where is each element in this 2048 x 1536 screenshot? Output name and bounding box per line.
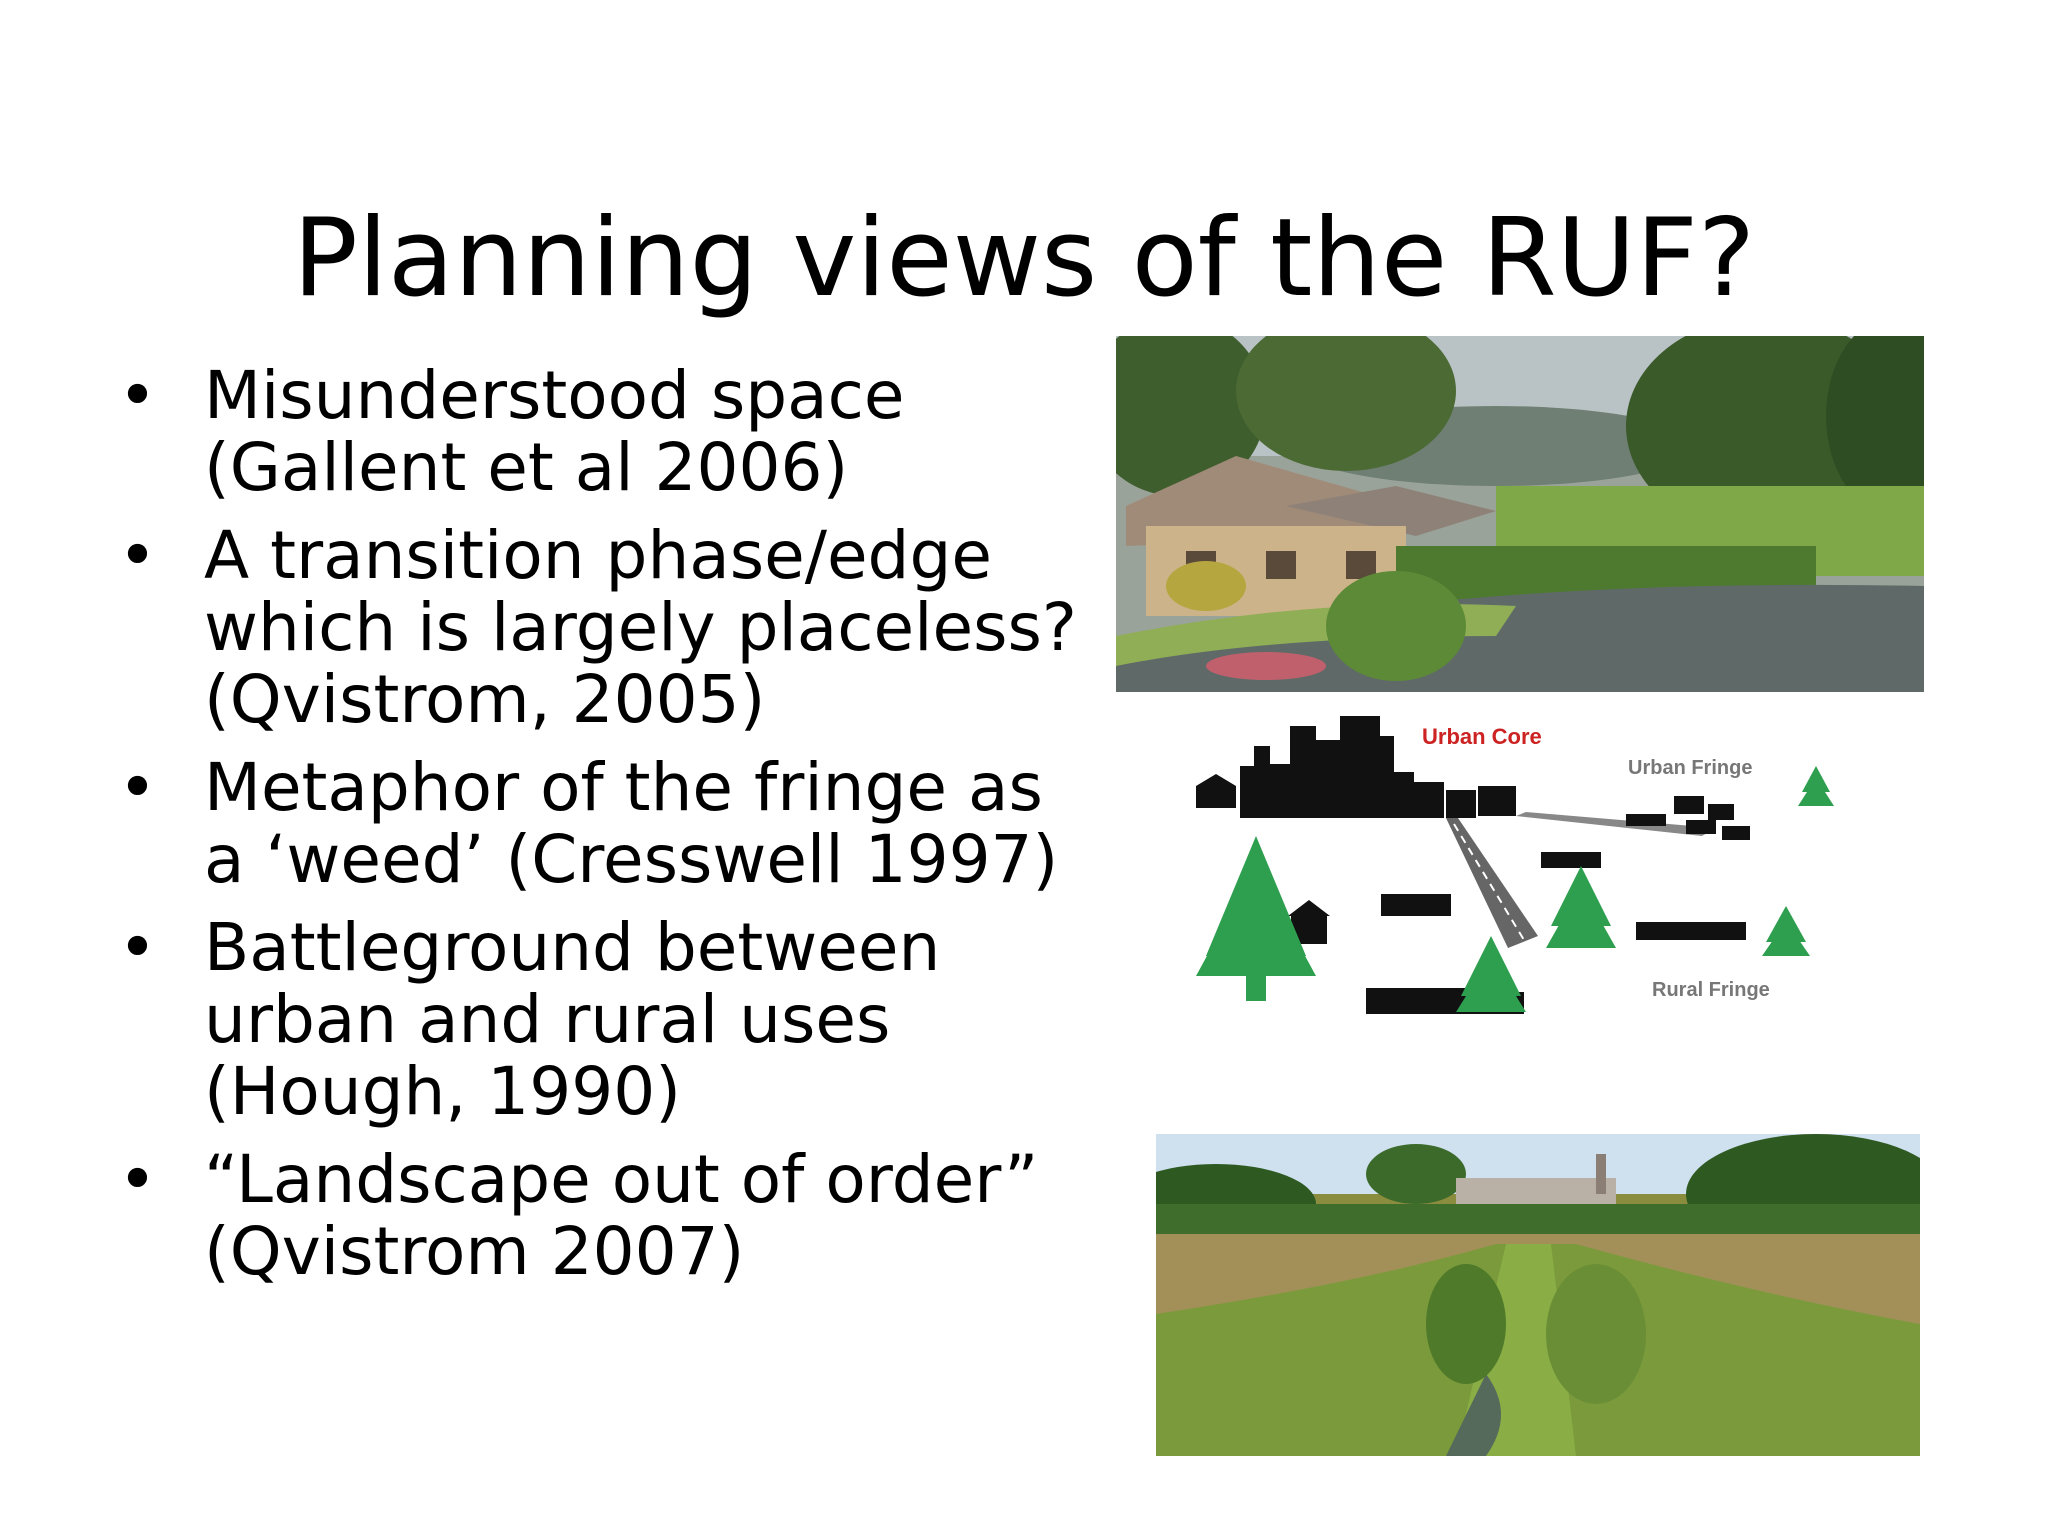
bullet-item: • Misunderstood space (Gallent et al 200…	[118, 360, 1018, 504]
bullet-text-line: (Hough, 1990)	[204, 1053, 681, 1130]
bullet-text-line: Misunderstood space	[204, 357, 905, 434]
bullet-marker: •	[118, 749, 157, 826]
bullet-text-line: Battleground between	[204, 909, 941, 986]
tree-icons	[1196, 766, 1834, 1012]
bullet-item: • “Landscape out of order” (Qvistrom 200…	[118, 1141, 1039, 1290]
bullet-text-line: a ‘weed’ (Cresswell 1997)	[204, 821, 1059, 898]
bullet-text-line: “Landscape out of order”	[204, 1141, 1039, 1218]
urban-fringe-label: Urban Fringe	[1628, 757, 1752, 779]
bullet-text-line: (Qvistrom 2007)	[204, 1213, 745, 1290]
bullet-text-line: Metaphor of the fringe as	[204, 749, 1043, 826]
slide-title: Planning views of the RUF?	[292, 196, 1756, 322]
bullet-text-line: (Qvistrom, 2005)	[204, 661, 766, 738]
bullet-text-line: urban and rural uses	[204, 981, 891, 1058]
urban-rural-fringe-diagram: Urban Core Urban Fringe Rural Fringe	[1196, 716, 1846, 1046]
city-skyline-icon	[1196, 716, 1516, 818]
bullet-item: • A transition phase/edge which is large…	[118, 517, 1077, 738]
bullet-item: • Metaphor of the fringe as a ‘weed’ (Cr…	[118, 749, 1059, 898]
bullet-text-line: (Gallent et al 2006)	[204, 429, 849, 506]
fringe-field-photo	[1156, 1134, 1920, 1456]
bullet-marker: •	[118, 1141, 157, 1218]
bullet-text-line: which is largely placeless?	[204, 589, 1077, 666]
bullet-marker: •	[118, 909, 157, 986]
bullet-item: • Battleground between urban and rural u…	[118, 912, 1018, 1128]
bullet-marker: •	[118, 517, 157, 594]
rural-fringe-label: Rural Fringe	[1652, 979, 1770, 1001]
bullet-marker: •	[118, 357, 157, 434]
bullet-list: • Misunderstood space (Gallent et al 200…	[118, 360, 1077, 1304]
bullet-text-line: A transition phase/edge	[204, 517, 992, 594]
suburban-house-photo	[1116, 336, 1924, 692]
urban-core-label: Urban Core	[1422, 724, 1542, 749]
